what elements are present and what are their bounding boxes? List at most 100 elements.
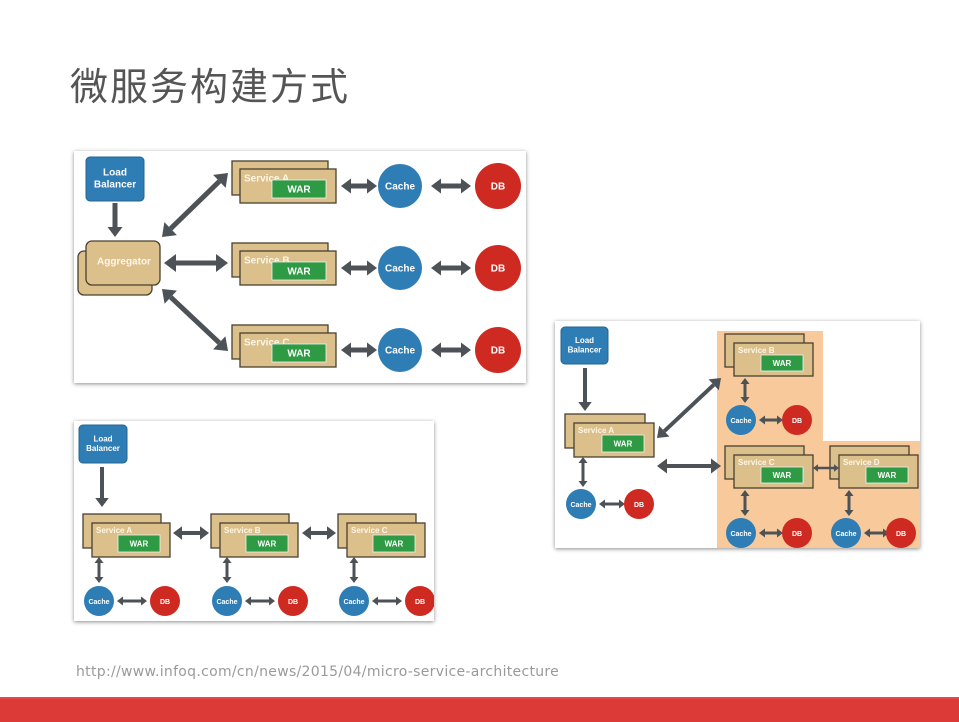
db-label: DB <box>415 599 425 606</box>
lb-to-aggregator-arrow-head <box>107 227 123 237</box>
service-a-b-arrow-head <box>200 526 209 540</box>
load-balancer-label: Balancer <box>86 444 120 453</box>
cache-db-arrow-head <box>777 415 783 425</box>
war-label: WAR <box>385 540 404 549</box>
aggregator-service-c-arrow-head <box>213 336 228 351</box>
aggregator-label: Aggregator <box>97 257 151 268</box>
db-circle <box>278 586 308 616</box>
service-cache-arrow-head <box>222 557 232 563</box>
war-box <box>271 343 327 363</box>
cache-db-arrow-head <box>777 528 783 538</box>
service-cache-arrow-head <box>367 178 377 194</box>
db-circle <box>624 489 654 519</box>
service-cache-arrow-head <box>740 397 750 403</box>
load-balancer-label: Load <box>103 168 127 179</box>
service-cache-arrow-head <box>844 510 854 516</box>
cache-label: Cache <box>343 599 364 606</box>
cache-db-arrow-head <box>864 528 870 538</box>
cache-db-arrow-head <box>461 178 471 194</box>
service-a-b-arrow-shaft <box>662 383 716 433</box>
cache-db-arrow-head <box>431 178 441 194</box>
service-cache-arrow-head <box>94 577 104 583</box>
cache-db-arrow-head <box>431 260 441 276</box>
aggregator-box <box>85 240 161 286</box>
war-box <box>271 179 327 199</box>
cache-circle <box>378 246 422 290</box>
db-label: DB <box>160 599 170 606</box>
service-cache-arrow-head <box>740 490 750 496</box>
war-box <box>865 466 909 484</box>
service-name: Service A <box>96 526 132 535</box>
slide-title: 微服务构建方式 <box>70 65 351 109</box>
service-a-b-arrow-head <box>657 425 670 438</box>
service-cache-arrow-head <box>349 577 359 583</box>
service-name: Service A <box>244 174 289 185</box>
aggregator-service-c-arrow-head <box>162 289 177 304</box>
service-cache-arrow-head <box>367 342 377 358</box>
cache-db-arrow-head <box>141 596 147 606</box>
service-name: Service C <box>351 526 388 535</box>
cache-circle <box>339 586 369 616</box>
war-label: WAR <box>258 540 277 549</box>
cache-label: Cache <box>730 531 751 538</box>
service-name: Service B <box>244 256 290 267</box>
cache-db-arrow-head <box>396 596 402 606</box>
db-circle <box>886 518 916 548</box>
load-balancer-label: Load <box>93 434 112 443</box>
source-link[interactable]: http://www.infoq.com/cn/news/2015/04/mic… <box>76 664 560 680</box>
war-box <box>271 261 327 281</box>
aggregator-service-c-arrow-shaft <box>169 295 221 345</box>
cache-label: Cache <box>730 418 751 425</box>
war-box <box>601 434 645 453</box>
service-c-d-arrow-head <box>813 464 818 472</box>
war-label: WAR <box>773 359 792 368</box>
service-cache-arrow-head <box>578 481 588 487</box>
cache-circle <box>84 586 114 616</box>
cache-label: Cache <box>216 599 237 606</box>
war-label: WAR <box>130 540 149 549</box>
service-a-c-arrow-head <box>711 458 721 474</box>
cache-db-arrow-head <box>245 596 251 606</box>
service-cache-arrow-head <box>341 342 351 358</box>
cache-db-arrow-head <box>269 596 275 606</box>
load-balancer-box <box>85 156 145 202</box>
cache-db-arrow-head <box>759 528 765 538</box>
war-label: WAR <box>878 471 897 480</box>
service-a-c-arrow-head <box>657 458 667 474</box>
db-label: DB <box>491 346 505 357</box>
service-b-c-arrow-head <box>302 526 311 540</box>
db-circle <box>150 586 180 616</box>
db-label: DB <box>792 418 802 425</box>
service-a-b-arrow-head <box>708 378 721 391</box>
service-name: Service D <box>843 458 880 467</box>
service-cache-arrow-head <box>341 260 351 276</box>
db-circle <box>405 586 434 616</box>
cache-db-arrow-head <box>431 342 441 358</box>
db-label: DB <box>896 531 906 538</box>
load-balancer-label: Balancer <box>568 345 602 354</box>
db-circle <box>782 405 812 435</box>
war-label: WAR <box>287 185 311 196</box>
db-label: DB <box>288 599 298 606</box>
cache-label: Cache <box>385 264 415 275</box>
cache-db-arrow-head <box>599 499 605 509</box>
war-box <box>372 534 416 553</box>
service-cache-arrow-head <box>844 490 854 496</box>
db-label: DB <box>634 502 644 509</box>
lb-to-service-a-arrow-head <box>578 402 592 411</box>
service-cache-arrow-head <box>349 557 359 563</box>
service-cache-arrow-head <box>341 178 351 194</box>
war-label: WAR <box>614 440 633 449</box>
aggregator-service-b-arrow-head <box>164 254 176 272</box>
cache-circle <box>726 518 756 548</box>
cache-db-arrow-head <box>619 499 625 509</box>
service-cache-arrow-head <box>578 457 588 463</box>
service-b-c-arrow-head <box>327 526 336 540</box>
cache-label: Cache <box>835 531 856 538</box>
war-box <box>760 466 804 484</box>
db-circle <box>782 518 812 548</box>
db-label: DB <box>491 264 505 275</box>
